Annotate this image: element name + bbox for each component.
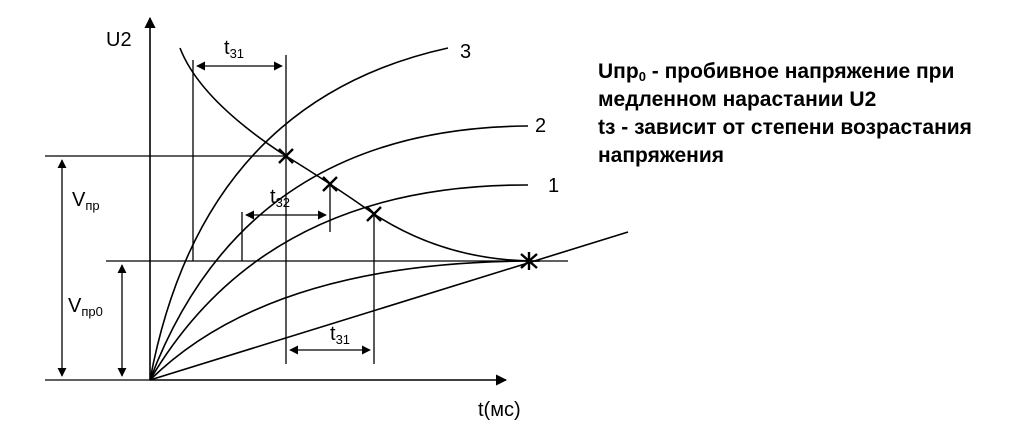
curve-3-label: 3 [460,41,471,63]
intersection-marker-slow [520,252,538,270]
vpr-label: Vпр [72,189,100,213]
curve-1 [149,184,529,381]
curve-3 [149,47,449,381]
curve-1-label: 1 [548,175,559,197]
vpr0-label: Vпр0 [68,295,103,319]
intersection-marker-curve3 [278,148,294,164]
note-line-4: напряжения [598,144,724,167]
linear-rise-line [149,231,629,381]
t31-bottom-label: t31 [330,323,350,347]
explanation-notes: Uпр0 - пробивное напряжение при медленно… [598,58,1018,170]
note-line-1: Uпр0 - пробивное напряжение при [598,60,955,84]
intersection-marker-curve1 [366,206,382,222]
intersection-marker-curve2 [322,176,338,192]
y-axis-label: U2 [106,29,132,51]
note-line-3: tз - зависит от степени возрастания [598,116,972,139]
curve-2 [149,125,529,381]
x-axis-label: t(мс) [478,399,521,421]
curve-2-label: 2 [535,115,546,137]
t31-top-label: t31 [224,37,244,61]
slow-rise-curve [149,260,531,381]
note-line-2: медленном нарастании U2 [598,88,877,111]
